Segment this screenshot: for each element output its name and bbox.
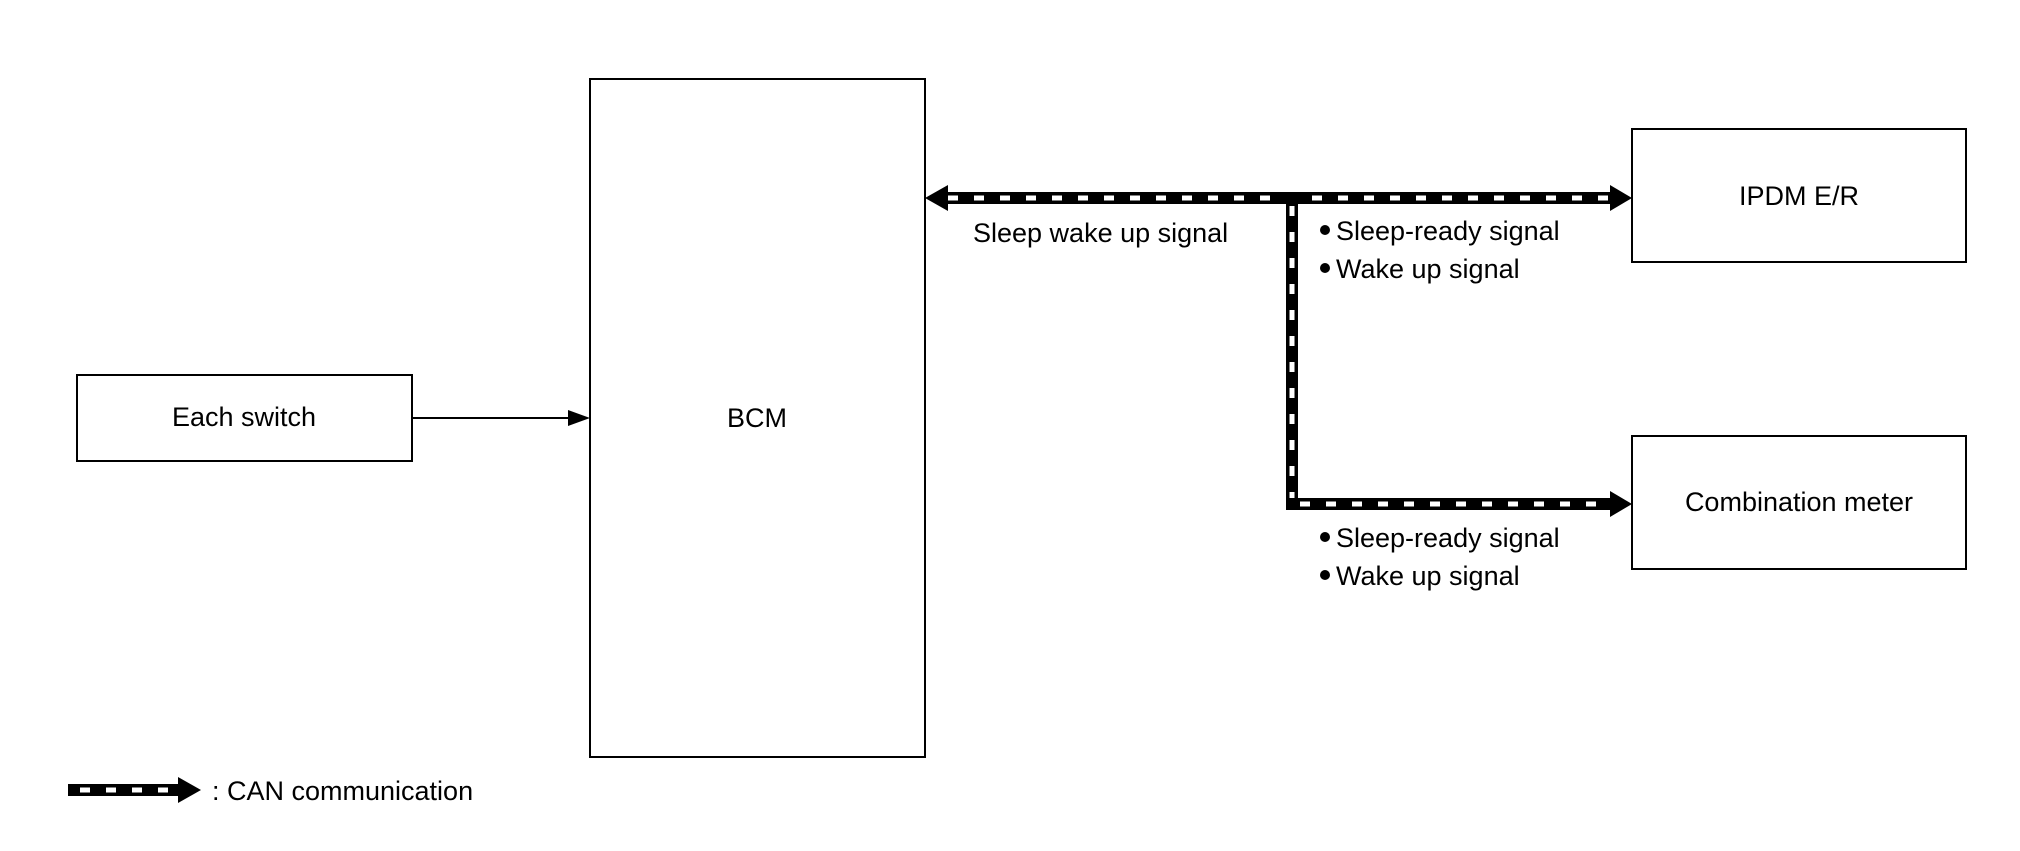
combination-meter-block: Combination meter	[1631, 435, 1967, 570]
each-switch-block: Each switch	[76, 374, 413, 462]
ipdm-label: IPDM E/R	[1739, 181, 1859, 211]
ipdm-signal-item: Sleep-ready signal	[1336, 216, 1560, 246]
bcm-block: BCM	[589, 78, 926, 758]
meter-signal-item: Sleep-ready signal	[1336, 523, 1560, 553]
meter-signal-item: Wake up signal	[1336, 561, 1520, 591]
can-arrowhead-bcm	[925, 185, 948, 211]
each-switch-label: Each switch	[172, 402, 316, 432]
can-arrowhead-meter	[1610, 491, 1632, 517]
ipdm-signal-list: Sleep-ready signal Wake up signal	[1320, 216, 1560, 284]
can-bus	[925, 185, 1632, 517]
bcm-out-signal-label: Sleep wake up signal	[973, 218, 1228, 248]
meter-signal-list: Sleep-ready signal Wake up signal	[1320, 523, 1560, 591]
ipdm-block: IPDM E/R	[1631, 128, 1967, 263]
bcm-label: BCM	[727, 403, 787, 433]
switch-to-bcm-arrow	[412, 410, 590, 426]
ipdm-signal-item: Wake up signal	[1336, 254, 1520, 284]
legend-can-label: : CAN communication	[212, 776, 473, 806]
legend: : CAN communication	[68, 776, 473, 806]
legend-arrowhead	[178, 777, 201, 803]
can-arrowhead-ipdm	[1610, 185, 1632, 211]
combination-meter-label: Combination meter	[1685, 487, 1913, 517]
